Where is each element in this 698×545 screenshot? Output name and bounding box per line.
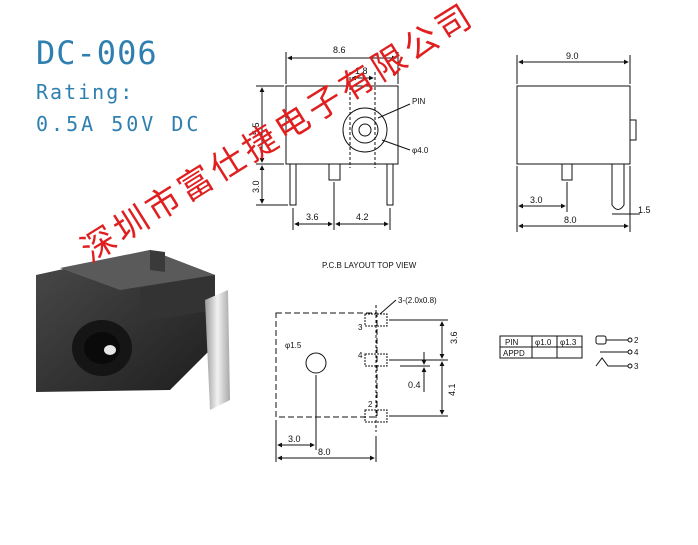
side-body-outline	[516, 85, 631, 165]
pcb-hole-dim: φ1.5	[285, 341, 302, 350]
pcb-pin4-label: 4	[358, 351, 363, 360]
pcb-dim-80: 8.0	[318, 447, 331, 457]
front-body-outline	[285, 85, 399, 165]
pcb-slot-spec: 3-(2.0x0.8)	[398, 296, 437, 305]
front-leg-dim: 3.0	[251, 180, 261, 193]
schematic-pin-2: 2	[634, 336, 639, 345]
rating-label: Rating:	[36, 80, 135, 104]
front-center-pin	[358, 123, 372, 137]
pcb-outline	[275, 312, 378, 418]
pcb-layout-title: P.C.B LAYOUT TOP VIEW	[322, 261, 417, 270]
front-view	[256, 52, 411, 230]
pcb-hole	[305, 352, 327, 374]
pcb-pin3-label: 3	[358, 323, 363, 332]
pin-table-header-d1: φ1.0	[535, 338, 552, 347]
front-pin-spacing-dim: 1.8	[355, 66, 368, 76]
pcb-dim-36: 3.6	[449, 331, 459, 344]
side-view	[516, 55, 640, 232]
pcb-layout	[275, 299, 448, 462]
front-left-offset-dim: 3.6	[306, 212, 319, 222]
schematic-symbol	[595, 335, 633, 369]
front-hole-dim: φ4.0	[412, 146, 429, 155]
front-inner-ring	[351, 116, 379, 144]
pcb-dim-30: 3.0	[288, 434, 301, 444]
front-right-offset-dim: 4.2	[356, 212, 369, 222]
pcb-pin2-label: 2	[368, 400, 373, 409]
pin-table-header-d2: φ1.3	[560, 338, 577, 347]
front-outer-ring	[342, 107, 388, 153]
side-thickness-dim: 1.5	[638, 205, 651, 215]
side-length-dim: 9.0	[566, 51, 579, 61]
rating-value: 0.5A 50V DC	[36, 112, 202, 136]
connector-photo	[36, 250, 230, 410]
schematic-pin-3: 3	[634, 362, 639, 371]
side-pin-offset-dim: 3.0	[530, 195, 543, 205]
pcb-dim-04: 0.4	[408, 380, 421, 390]
schematic-pin-4: 4	[634, 348, 639, 357]
front-width-dim: 8.6	[333, 45, 346, 55]
pcb-dim-41: 4.1	[447, 383, 457, 396]
pin-label: PIN	[412, 97, 426, 106]
pin-table-row-label: APPD	[503, 349, 525, 358]
model-title: DC-006	[36, 34, 158, 72]
pin-table	[499, 335, 583, 359]
front-height-dim: 5.5	[251, 122, 261, 135]
pin-table-header-pin: PIN	[505, 338, 519, 347]
side-base-dim: 8.0	[564, 215, 577, 225]
